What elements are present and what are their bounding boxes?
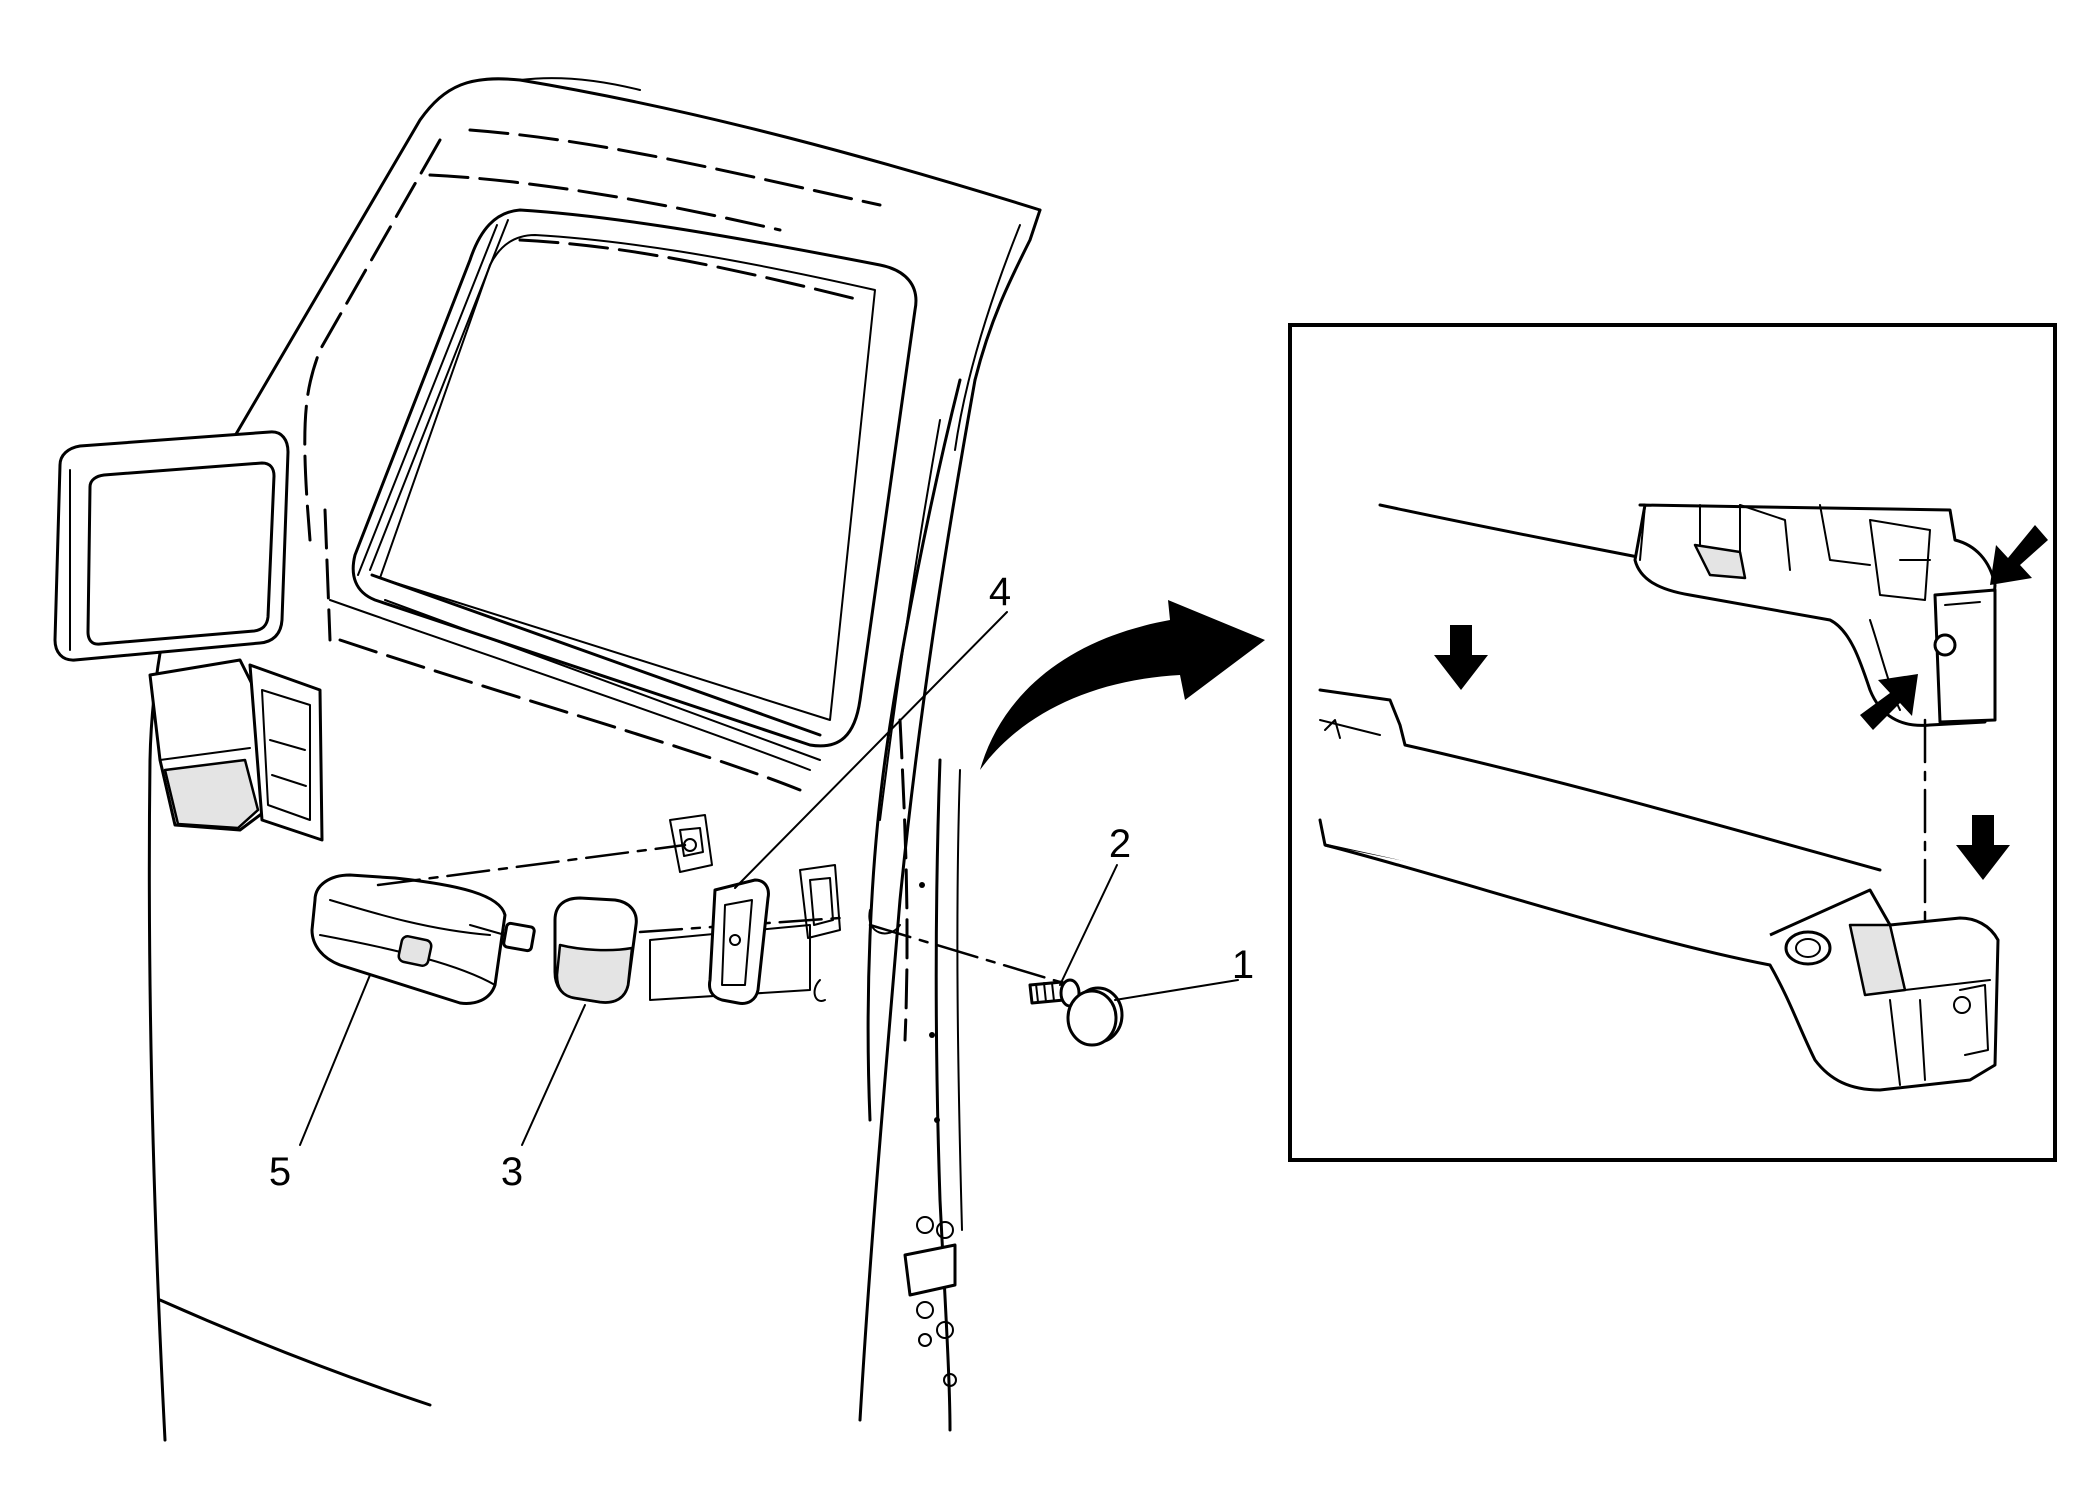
arrow-down-right — [1956, 815, 2010, 880]
side-mirror — [53, 430, 324, 842]
callout-5: 5 — [269, 1150, 291, 1194]
alignment-line-fastener — [868, 923, 1072, 987]
leader-line-4 — [734, 611, 1008, 889]
leader-line-3 — [521, 1004, 586, 1146]
inset-door-frame-lower — [1318, 688, 2000, 1092]
outside-handle-part-5 — [310, 873, 536, 1005]
leader-line-5 — [299, 974, 371, 1146]
door-skin-handle-openings — [649, 814, 901, 1002]
handle-bracket-part-4 — [708, 878, 770, 1005]
screw-part-2 — [1028, 978, 1081, 1008]
leader-line-2 — [1059, 864, 1118, 986]
callout-2: 2 — [1109, 822, 1131, 866]
alignment-line-handle — [376, 843, 687, 887]
callout-4: 4 — [989, 570, 1011, 614]
leader-line-1 — [1114, 979, 1239, 1001]
detail-inset — [1288, 323, 2057, 1162]
door-assembly — [147, 77, 1042, 1442]
lock-cylinder-part-3 — [553, 896, 638, 1004]
detail-view-arrow — [980, 600, 1265, 770]
cap-plug-part-1 — [1066, 986, 1124, 1047]
arrow-tab-upper — [1990, 525, 2048, 585]
inset-handle-upper — [1378, 503, 1997, 727]
callout-3: 3 — [501, 1150, 523, 1194]
arrow-tab-lower — [1860, 674, 1918, 730]
arrow-down-left — [1434, 625, 1488, 690]
inset-arrows — [1434, 525, 2048, 880]
callout-1: 1 — [1232, 943, 1254, 987]
